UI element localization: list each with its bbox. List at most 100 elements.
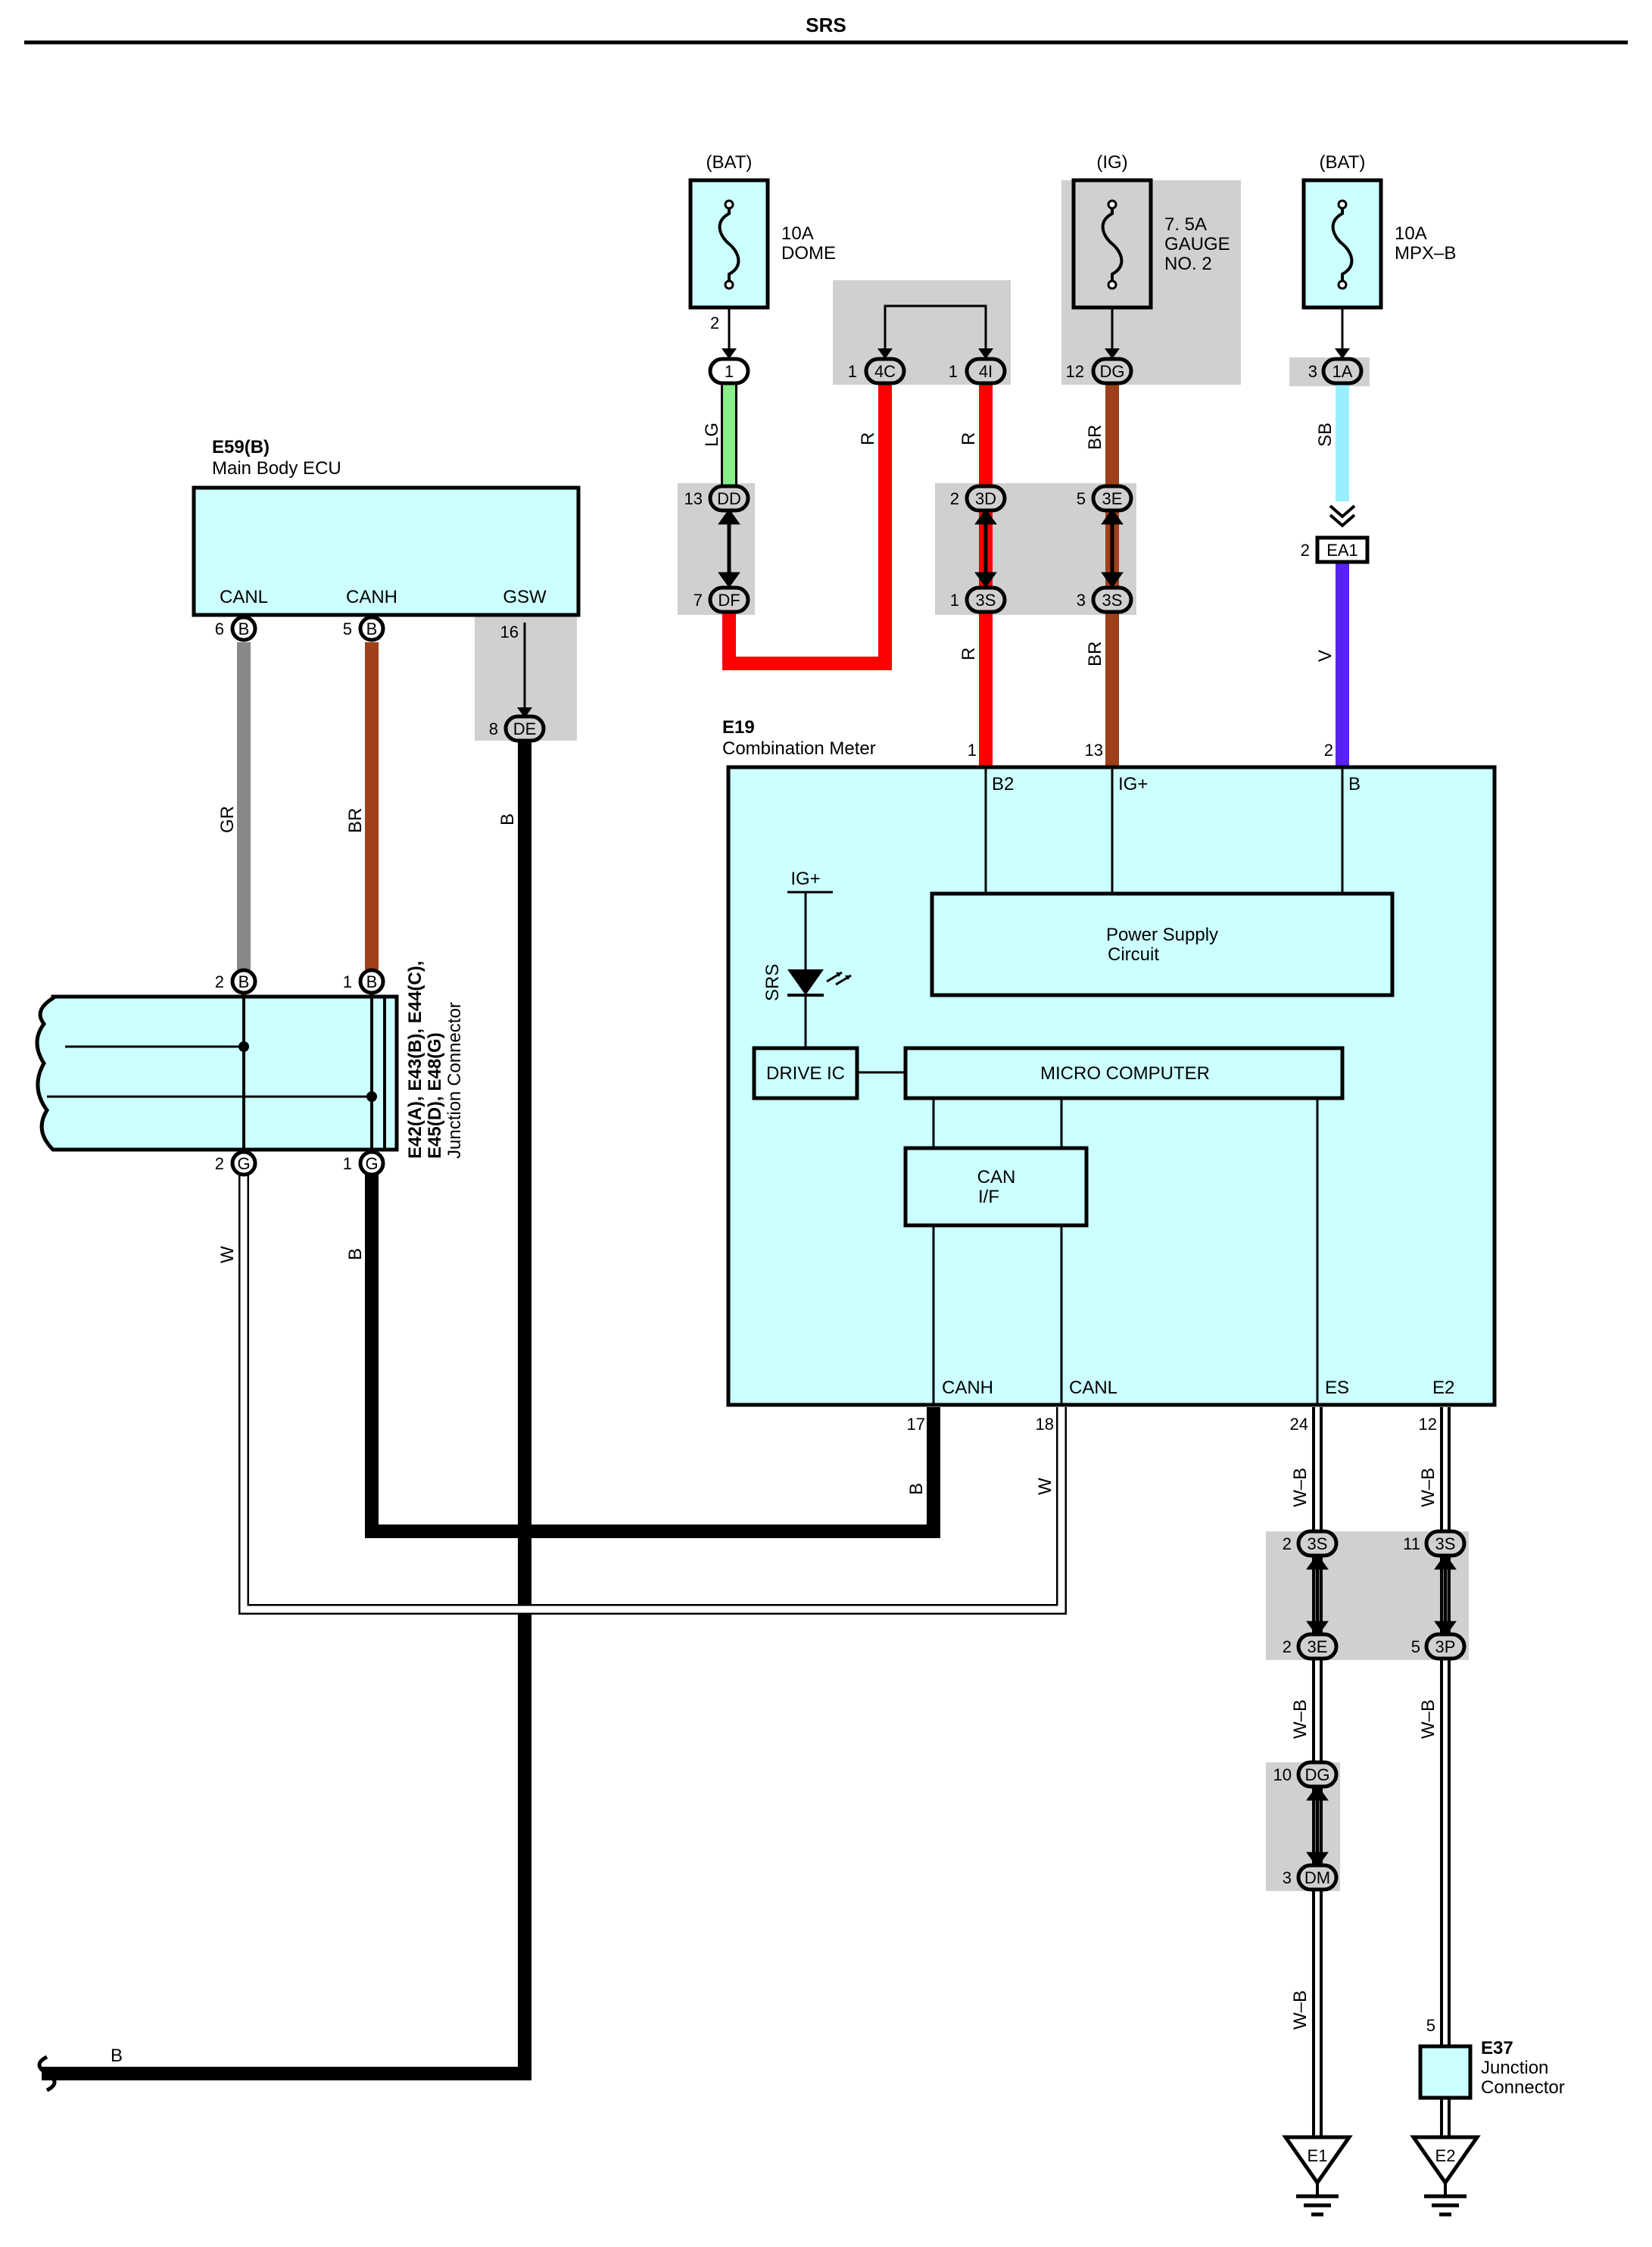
- label-w2: W: [1035, 1478, 1055, 1495]
- junction-ids2: E45(D), E48(G): [425, 1032, 445, 1159]
- conn-dd-label: DD: [717, 489, 741, 508]
- ecu-gsw-num: 16: [500, 623, 519, 641]
- e37-pin: 5: [1426, 2016, 1435, 2035]
- fuse-dome-supply: (BAT): [706, 152, 753, 173]
- ecu-id: E59(B): [212, 437, 270, 457]
- label-wb4: W–B: [1418, 1699, 1438, 1739]
- page-title: SRS: [806, 14, 846, 36]
- label-b1: B: [497, 813, 518, 825]
- fuse-gauge-rating: 7. 5A: [1164, 214, 1207, 235]
- meter-psu2: Circuit: [1108, 944, 1159, 965]
- ecu-canl-conn: B: [238, 619, 250, 638]
- e37-id: E37: [1481, 2038, 1513, 2058]
- conn-3p-num: 5: [1411, 1637, 1420, 1656]
- label-w1: W: [217, 1246, 238, 1263]
- label-wb3: W–B: [1290, 1699, 1311, 1739]
- label-br1: BR: [1085, 425, 1105, 450]
- meter-pin-igp: IG+: [1118, 774, 1148, 794]
- label-b2: B: [345, 1248, 366, 1260]
- wire-b-gsw: [42, 741, 531, 2080]
- conn-1a-label: 1A: [1333, 362, 1353, 381]
- junction-bottom-conn-1: G: [365, 1154, 378, 1173]
- meter-pin-es: ES: [1325, 1378, 1349, 1398]
- combination-meter: E19 Combination Meter 1 13 2 B2 IG+ B Po…: [722, 717, 1497, 1434]
- conn-3e2-label: 3E: [1308, 1637, 1328, 1656]
- meter-pin-canl: CANL: [1069, 1378, 1117, 1398]
- label-b4: B: [111, 2046, 123, 2066]
- wire-b-canh: [365, 1171, 940, 1538]
- fuse-dome: (BAT) 10A DOME 2: [688, 152, 836, 332]
- fuse-mpx-supply: (BAT): [1320, 152, 1366, 173]
- srs-lamp-led: [787, 969, 824, 995]
- label-sb: SB: [1315, 423, 1336, 447]
- meter-canl-num: 18: [1036, 1415, 1054, 1434]
- wire-w-canl: [240, 1171, 1065, 1613]
- junction-top-num-1: 1: [343, 972, 352, 991]
- label-b3: B: [906, 1483, 927, 1495]
- conn-dg10-num: 10: [1273, 1765, 1292, 1784]
- fuse-dome-name: DOME: [781, 243, 836, 264]
- meter-b-num: 2: [1324, 741, 1333, 760]
- conn-3p-label: 3P: [1435, 1637, 1456, 1656]
- fuse-gauge-name2: NO. 2: [1164, 254, 1212, 274]
- meter-canh-num: 17: [907, 1415, 925, 1434]
- top-arrows: [517, 348, 1350, 718]
- conn-3e-num: 5: [1077, 489, 1086, 508]
- conn-3s11-num: 11: [1403, 1534, 1420, 1553]
- meter-srs-label: SRS: [762, 964, 783, 1001]
- conn-dg-num: 12: [1066, 362, 1084, 381]
- conn-dg10-label: DG: [1305, 1765, 1330, 1784]
- junction-ids: E42(A), E43(B), E44(C),: [405, 961, 425, 1159]
- conn-3s1-label: 3S: [976, 591, 996, 610]
- wire-labels: LG R R R BR BR SB V GR BR B W B B W W–B …: [111, 423, 1438, 2066]
- ea1-chevron: [1329, 504, 1356, 528]
- label-r2: R: [958, 432, 979, 445]
- fuse-dome-rating: 10A: [781, 223, 814, 244]
- label-gr: GR: [217, 806, 238, 833]
- conn-3d-num: 2: [950, 489, 959, 508]
- ecu-pin-canh: CANH: [346, 587, 397, 607]
- meter-pin-e2: E2: [1432, 1378, 1454, 1398]
- ecu-canh-conn: B: [366, 619, 378, 638]
- meter-name: Combination Meter: [722, 738, 876, 759]
- conn-dd-num: 13: [684, 489, 703, 508]
- ecu-canl-num: 6: [215, 619, 224, 638]
- junction-bottom-num-0: 2: [215, 1154, 224, 1173]
- meter-pin-b: B: [1348, 774, 1361, 794]
- meter-ig-label: IG+: [790, 869, 820, 889]
- main-body-ecu: E59(B) Main Body ECU CANL CANH GSW B 6 B…: [192, 437, 581, 642]
- conn-ea1-label: EA1: [1326, 541, 1358, 560]
- label-wb5: W–B: [1290, 1990, 1311, 2030]
- wire-break-left: [37, 2055, 57, 2093]
- label-lg: LG: [702, 423, 722, 447]
- fuse-mpx-rating: 10A: [1395, 223, 1427, 244]
- label-r3: R: [958, 648, 979, 660]
- e37-junction: 5 E37 Junction Connector: [1418, 2016, 1565, 2100]
- meter-micro: MICRO COMPUTER: [1040, 1063, 1210, 1084]
- conn-4i-label: 4I: [979, 362, 993, 381]
- junction-connector: B 2 B 1 G 2 G 1 E42(A), E43(B), E44(C), …: [35, 961, 465, 1177]
- ecu-pin-canl: CANL: [220, 587, 268, 607]
- conn-1-label: 1: [725, 362, 734, 381]
- conn-de-label: DE: [513, 719, 537, 738]
- junction-bottom-num-1: 1: [343, 1154, 352, 1173]
- conn-dg-label: DG: [1100, 362, 1125, 381]
- ecu-pin-gsw: GSW: [503, 587, 547, 607]
- label-wb1: W–B: [1290, 1468, 1311, 1507]
- meter-drive-ic: DRIVE IC: [766, 1063, 845, 1084]
- conn-4i-num: 1: [949, 362, 958, 381]
- ground-e1: E1: [1282, 2135, 1353, 2217]
- junction-top-num-0: 2: [215, 972, 224, 991]
- conn-4c-label: 4C: [874, 362, 896, 381]
- meter-b2-num: 1: [968, 741, 977, 760]
- ecu-canh-num: 5: [343, 619, 352, 638]
- ground-e2: E2: [1410, 2135, 1481, 2217]
- meter-es-num: 24: [1290, 1415, 1308, 1434]
- meter-can-if: CAN: [977, 1167, 1016, 1187]
- junction-top-conn-0: B: [238, 972, 250, 991]
- ecu-name: Main Body ECU: [212, 458, 341, 479]
- ground-e2-label: E2: [1435, 2146, 1456, 2165]
- conn-1a-num: 3: [1308, 362, 1317, 381]
- conn-dm-label: DM: [1304, 1868, 1330, 1887]
